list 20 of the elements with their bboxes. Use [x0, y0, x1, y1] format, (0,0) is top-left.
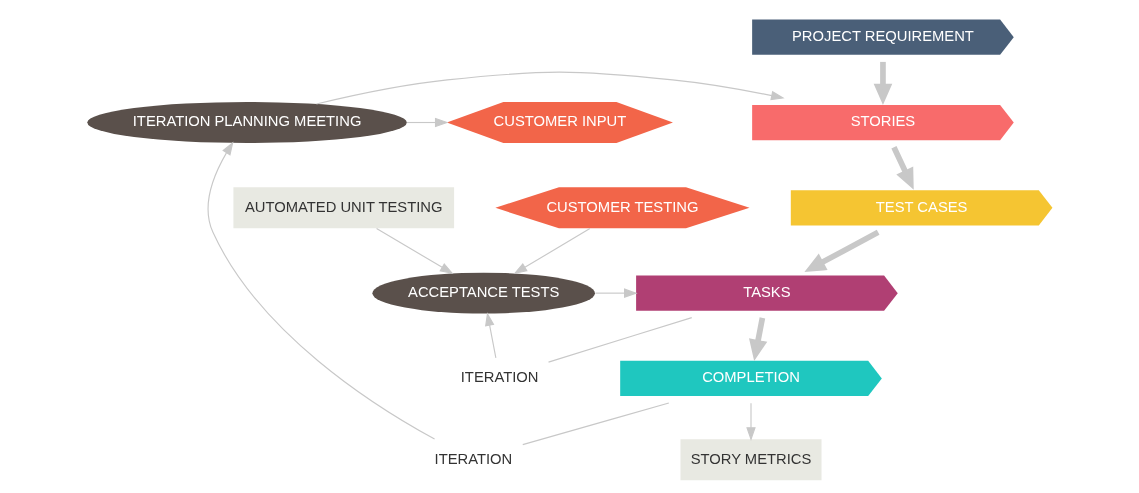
- arrow: [745, 402, 756, 441]
- connector: [521, 402, 669, 446]
- node-ellipse: ITERATION PLANNING MEETING: [86, 102, 407, 143]
- node-text: ITERATION: [460, 369, 538, 386]
- arrow: [873, 61, 892, 106]
- node-box: AUTOMATED UNIT TESTING: [232, 187, 454, 229]
- arrow: [375, 227, 454, 275]
- arrow: [513, 227, 590, 275]
- arrow: [207, 141, 435, 440]
- arrow: [748, 317, 767, 361]
- arrow: [594, 288, 638, 298]
- arrow: [315, 71, 785, 105]
- connector: [547, 317, 692, 363]
- arrow: [405, 117, 449, 128]
- node-ellipse: ACCEPTANCE TESTS: [371, 272, 595, 314]
- arrow: [484, 312, 496, 359]
- arrow: [803, 229, 879, 272]
- arrow: [890, 146, 914, 190]
- node-box: STORY METRICS: [679, 439, 822, 481]
- node-text: ITERATION: [434, 450, 512, 467]
